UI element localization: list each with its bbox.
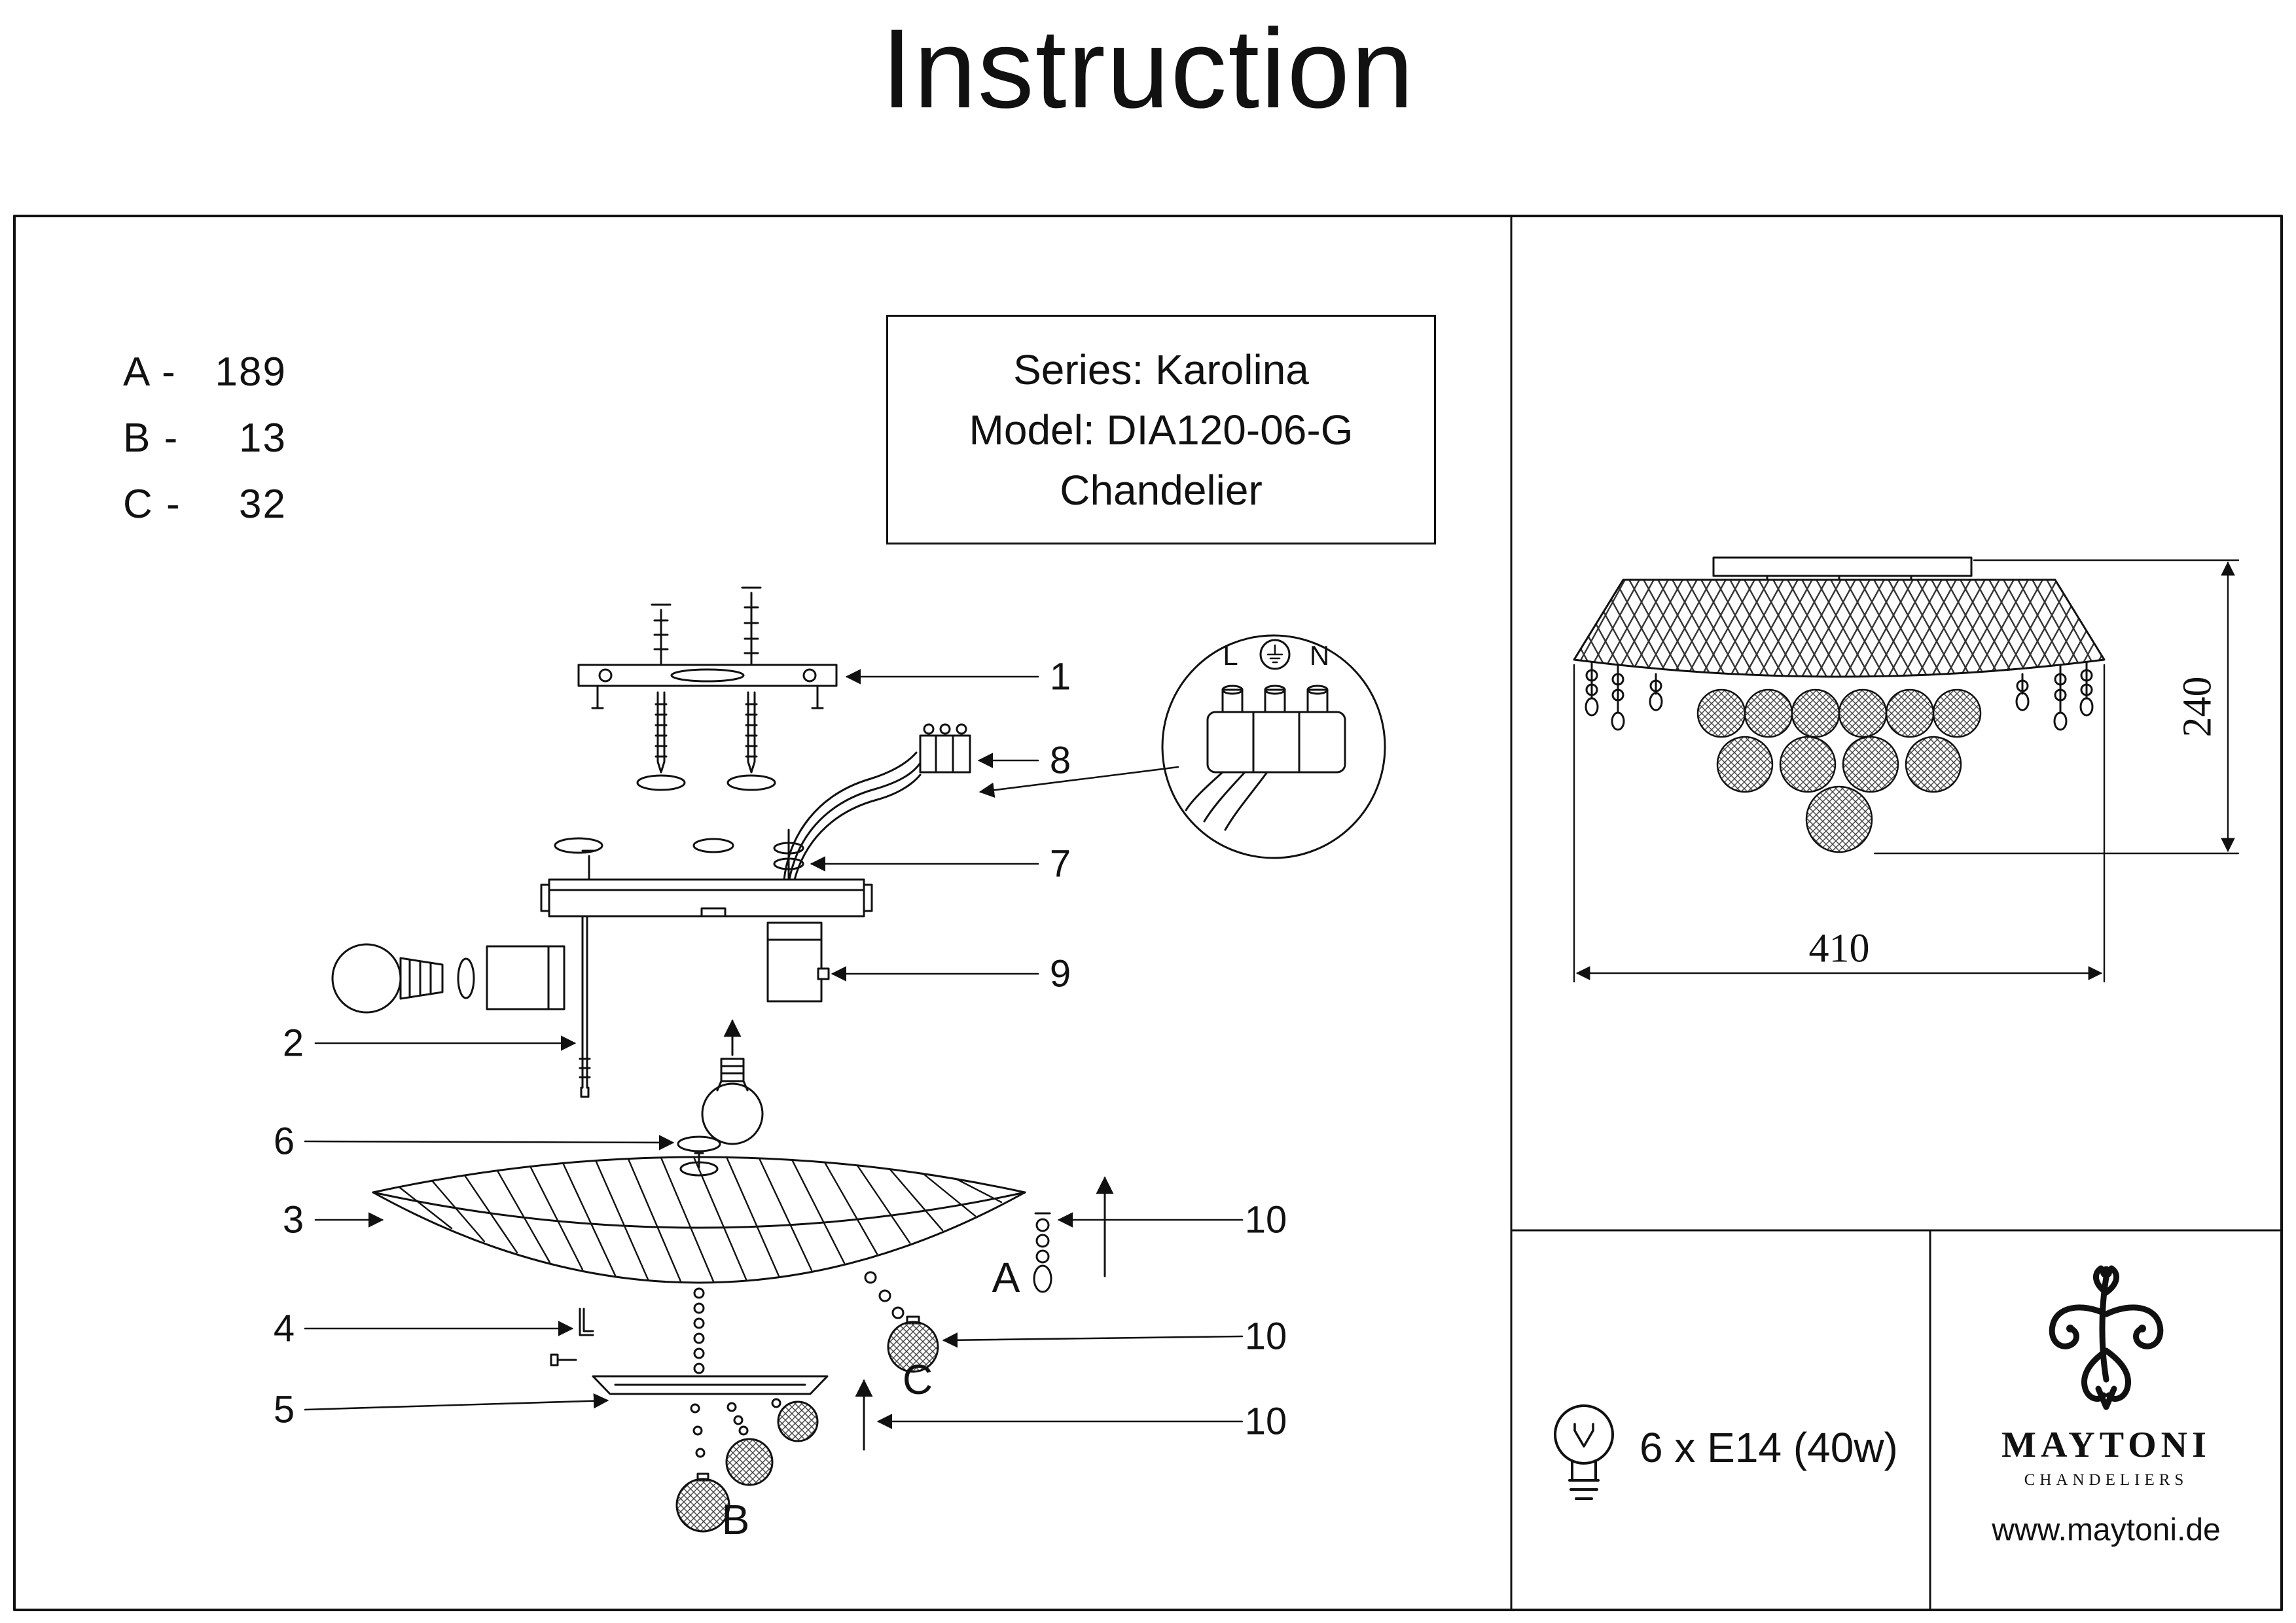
- model-line: Model: DIA120-06-G: [969, 406, 1354, 454]
- ceiling-canopy: [540, 849, 873, 1098]
- crystal-dish-part3: [372, 1156, 1026, 1284]
- callout-1-label: 1: [1049, 655, 1071, 698]
- frame-lines: [13, 215, 2283, 1611]
- part-value: 32: [239, 482, 287, 527]
- lamp-socket-part9: [766, 921, 830, 1003]
- part-key: C -: [123, 482, 181, 527]
- mounting-bracket-part1: [577, 586, 838, 791]
- maytoni-ornament-icon: [2049, 1265, 2164, 1410]
- wire-connector-part8: [783, 723, 971, 881]
- wiring-detail: [978, 634, 1386, 859]
- callout-5-label: 5: [273, 1388, 295, 1431]
- part-letter-b: B: [721, 1496, 750, 1543]
- callout-7-label: 7: [1049, 842, 1071, 885]
- type-line: Chandelier: [1060, 466, 1263, 514]
- dimension-lines: [1573, 559, 2240, 983]
- callout-6-label: 6: [273, 1120, 295, 1163]
- parts-list-row: C - 32: [123, 471, 287, 537]
- parts-list: A - 189 B - 13 C - 32: [123, 339, 287, 537]
- callout-4-label: 4: [273, 1307, 295, 1350]
- brand-name: MAYTONI: [2001, 1425, 2211, 1465]
- chandelier-dimension-drawing: [1573, 556, 2240, 983]
- callout-2-label: 2: [282, 1022, 304, 1065]
- model-info-box: Series: Karolina Model: DIA120-06-G Chan…: [886, 315, 1436, 544]
- ground-symbol-icon: [1259, 639, 1291, 670]
- terminal-neutral-label: N: [1309, 640, 1330, 671]
- parts-list-row: A - 189: [123, 339, 287, 405]
- callout-3-label: 3: [282, 1198, 304, 1241]
- series-line: Series: Karolina: [1013, 346, 1309, 393]
- part-key: B -: [123, 416, 179, 461]
- direction-arrows: [855, 1176, 1114, 1451]
- crystal-balls: [675, 1271, 939, 1533]
- callout-8-label: 8: [1049, 739, 1071, 782]
- callout-9-label: 9: [1049, 952, 1071, 995]
- part-key: A -: [123, 349, 177, 395]
- crystal-strand-a: [1033, 1212, 1052, 1293]
- page-title: Instruction: [881, 6, 1415, 132]
- bulb-icon: [1554, 1404, 1614, 1500]
- part-letter-a: A: [992, 1254, 1020, 1301]
- callout-10-label: 10: [1244, 1198, 1287, 1241]
- dim-height-label: 240: [2175, 676, 2220, 738]
- clip-part4: [550, 1308, 594, 1366]
- bulb-and-socket-part2: [331, 943, 565, 1014]
- threaded-nipple-part7: [554, 829, 804, 881]
- bottom-plate-part5: [592, 1375, 829, 1395]
- part-letter-c: C: [902, 1356, 933, 1403]
- chain: [693, 1287, 705, 1374]
- finial-part6: [677, 1135, 721, 1169]
- dim-width-label: 410: [1808, 926, 1870, 971]
- part-value: 13: [239, 416, 287, 461]
- brand-website: www.maytoni.de: [1992, 1512, 2221, 1548]
- terminal-live-label: L: [1223, 640, 1238, 671]
- callout-10-label: 10: [1244, 1315, 1287, 1358]
- part-value: 189: [215, 349, 287, 395]
- parts-list-row: B - 13: [123, 405, 287, 471]
- callout-leader-lines: [304, 669, 1244, 1429]
- callout-10-label: 10: [1244, 1400, 1287, 1443]
- lamp-spec-label: 6 x E14 (40w): [1640, 1424, 1898, 1471]
- brand-tagline: CHANDELIERS: [2024, 1471, 2189, 1489]
- exploded-view-drawing: [304, 586, 1244, 1533]
- center-bulb: [701, 1019, 764, 1145]
